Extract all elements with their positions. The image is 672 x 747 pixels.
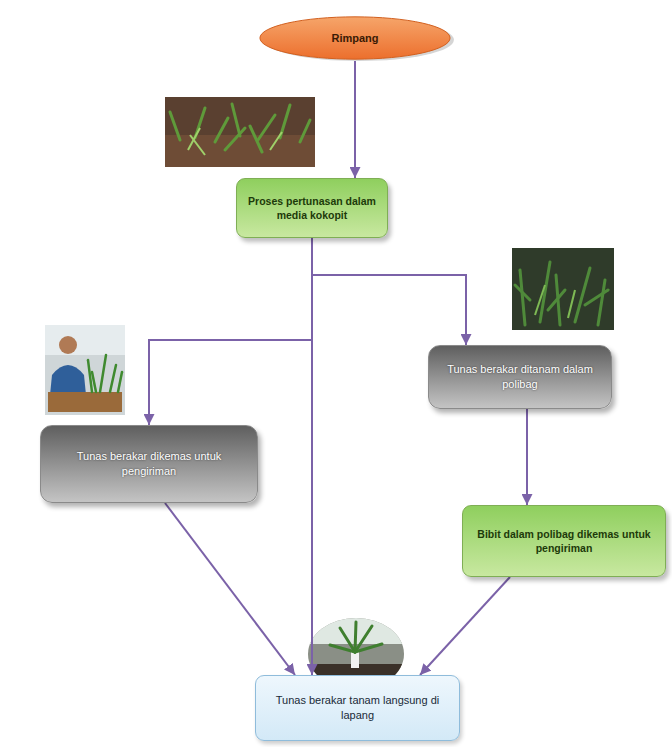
process-box: Tunas berakar ditanam dalam polibag: [428, 345, 612, 409]
process-box: Proses pertunasan dalam media kokopit: [236, 178, 388, 238]
flow-arrow: [312, 238, 466, 345]
node-label: Rimpang: [331, 31, 378, 46]
node-label: Proses pertunasan dalam media kokopit: [247, 194, 377, 222]
start-ellipse: Rimpang: [258, 15, 452, 61]
end-box: Tunas berakar tanam langsung di lapang: [255, 675, 460, 741]
sprout-photo: [165, 97, 315, 167]
node-label: Bibit dalam polibag dikemas untuk pengir…: [473, 527, 655, 555]
flow-arrow: [165, 503, 295, 675]
node-label: Tunas berakar tanam langsung di lapang: [268, 693, 447, 723]
process-box: Tunas berakar dikemas untuk pengiriman: [40, 425, 258, 503]
node-label: Tunas berakar dikemas untuk pengiriman: [53, 449, 245, 479]
polybag-photo: [512, 248, 614, 330]
node-label: Tunas berakar ditanam dalam polibag: [441, 362, 599, 392]
flow-arrow: [311, 238, 313, 675]
flow-arrow: [420, 577, 510, 675]
packing-photo: [45, 325, 125, 415]
flow-arrow: [526, 409, 528, 505]
flow-arrow: [354, 61, 356, 178]
flow-arrow: [149, 238, 312, 425]
process-box: Bibit dalam polibag dikemas untuk pengir…: [462, 505, 666, 577]
